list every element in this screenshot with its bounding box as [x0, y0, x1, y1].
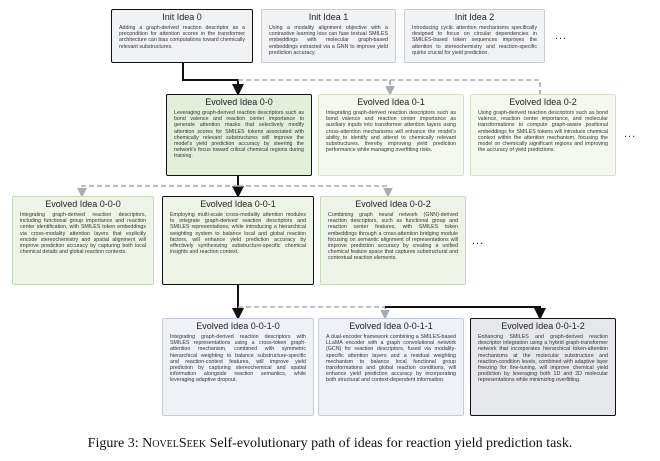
caption-prefix: Figure 3:	[87, 436, 143, 451]
evolved-idea-0-0-1-title: Evolved Idea 0-0-1	[200, 199, 276, 209]
more-ideas-ellipsis: ...	[555, 30, 568, 42]
evolved-idea-0-0-1-0: Evolved Idea 0-0-1-0 Integrating graph-d…	[162, 318, 314, 416]
evolved-idea-0-0-1-text: Employing multi-scale cross-modality att…	[170, 212, 306, 256]
evolved-idea-0-2-text: Using graph-derived reaction descriptors…	[478, 110, 608, 154]
evolved-idea-0-0-1-2-title: Evolved Idea 0-0-1-2	[501, 321, 585, 331]
evolved-idea-0-0-1-0-text: Integrating graph-derived reaction descr…	[170, 334, 306, 384]
more-level2-ellipsis: ...	[472, 235, 485, 247]
evolved-idea-0-0-0-title: Evolved Idea 0-0-0	[45, 199, 121, 209]
evolved-idea-0-0-2-text: Combining graph neural network (GNN)-der…	[328, 212, 458, 262]
evolved-idea-0-2: Evolved Idea 0-2 Using graph-derived rea…	[470, 94, 616, 176]
init-idea-2: Init Idea 2 Introducing cyclic attention…	[404, 9, 545, 63]
init-idea-0: Init Idea 0 Adding a graph-derived react…	[111, 9, 253, 63]
evolved-idea-0-0: Evolved Idea 0-0 Leveraging graph-derive…	[166, 94, 312, 176]
arrow-evolved00-fan	[81, 185, 389, 196]
init-idea-1-title: Init Idea 1	[308, 12, 349, 22]
init-idea-0-title: Init Idea 0	[162, 12, 202, 22]
evolved-idea-0-0-1-2-text: Enhancing SMILES and graph-derived react…	[478, 334, 608, 384]
evolved-idea-0-0-1-0-title: Evolved Idea 0-0-1-0	[196, 321, 280, 331]
evolved-idea-0-1-title: Evolved Idea 0-1	[357, 97, 425, 107]
evolved-idea-0-0-1-2: Evolved Idea 0-0-1-2 Enhancing SMILES an…	[470, 318, 616, 416]
caption-text: Self-evolutionary path of ideas for reac…	[206, 436, 573, 451]
evolved-idea-0-2-title: Evolved Idea 0-2	[509, 97, 577, 107]
evolved-idea-0-0-1-1: Evolved Idea 0-0-1-1 A dual-encoder fram…	[318, 318, 464, 416]
evolved-idea-0-0-2-title: Evolved Idea 0-0-2	[355, 199, 431, 209]
init-idea-1: Init Idea 1 Using a modality alignment o…	[261, 9, 396, 63]
arrow-init0-to-evolved00	[182, 62, 244, 96]
init-idea-2-title: Init Idea 2	[454, 12, 495, 22]
arrow-evolved001-to-evolved0012	[385, 306, 546, 320]
arrow-init0-fan	[238, 79, 541, 94]
init-idea-0-text: Adding a graph-derived reaction descript…	[119, 25, 245, 50]
evolved-idea-0-1: Evolved Idea 0-1 Integrating graph-deriv…	[318, 94, 464, 176]
figure-caption: Figure 3: NovelSeek Self-evolutionary pa…	[0, 436, 660, 452]
arrow-evolved001-fan	[238, 306, 390, 320]
init-idea-1-text: Using a modality alignment objective wit…	[269, 25, 388, 56]
evolved-idea-0-1-text: Integrating graph-derived reaction descr…	[326, 110, 456, 154]
evolved-idea-0-0-1: Evolved Idea 0-0-1 Employing multi-scale…	[162, 196, 314, 285]
more-evolved-ellipsis: ...	[624, 128, 637, 140]
evolved-idea-0-0-title: Evolved Idea 0-0	[205, 97, 273, 107]
evolved-idea-0-0-text: Leveraging graph-derived reaction descri…	[174, 110, 304, 160]
evolved-idea-0-0-2: Evolved Idea 0-0-2 Combining graph neura…	[320, 196, 466, 285]
evolved-idea-0-0-0: Evolved Idea 0-0-0 Integrating graph-der…	[12, 196, 154, 285]
init-idea-2-text: Introducing cyclic attention mechanisms …	[412, 25, 537, 56]
evolved-idea-0-0-0-text: Integrating graph-derived reaction descr…	[20, 212, 146, 256]
caption-system-name: NovelSeek	[142, 436, 207, 451]
evolved-idea-0-0-1-1-title: Evolved Idea 0-0-1-1	[349, 321, 433, 331]
evolved-idea-0-0-1-1-text: A dual-encoder framework combining a SMI…	[326, 334, 456, 384]
